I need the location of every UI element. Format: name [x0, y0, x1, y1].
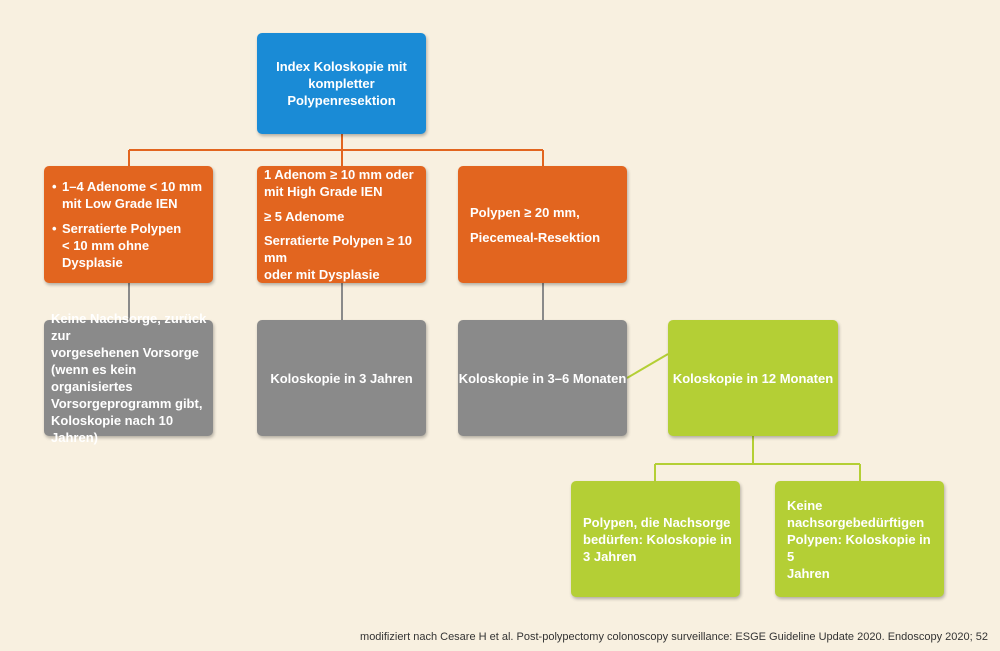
- finding-piecemeal-p2-line-1: Piecemeal-Resektion: [470, 229, 601, 245]
- index-colonoscopy-box: Index Koloskopie mit kompletter Polypenr…: [257, 33, 426, 134]
- index-line-2: kompletter: [308, 76, 375, 91]
- source-citation: modifiziert nach Cesare H et al. Post-po…: [360, 631, 988, 643]
- bullet-icon: •: [52, 179, 57, 194]
- outcome-3-years-line-3: 3 Jahren: [583, 548, 637, 564]
- finding-box-piecemeal: Polypen ≥ 20 mm, Piecemeal-Resektion: [458, 166, 627, 283]
- finding-high-risk-p1-line-2: mit High Grade IEN: [264, 184, 383, 199]
- finding-high-risk-p3-line-1: Serratierte Polypen ≥ 10 mm: [264, 233, 413, 265]
- index-line-1: Index Koloskopie mit: [276, 59, 407, 74]
- finding-piecemeal-p1-line-1: Polypen ≥ 20 mm,: [470, 204, 580, 220]
- index-to-findings-connector: [128, 134, 544, 166]
- finding-low-risk-bullet-1-line-2: mit Low Grade IEN: [62, 196, 178, 211]
- outcome-5-years-line-2: Polypen: Koloskopie in 5: [787, 531, 931, 564]
- outcome-box-3-years: Polypen, die Nachsorge bedürfen: Kolosko…: [571, 481, 740, 597]
- followup-12-months-line-1: Koloskopie in 12 Monaten: [672, 370, 834, 386]
- interval-no-surveillance-line-5: Koloskopie nach 10 Jahren): [51, 413, 174, 445]
- followup-box-12-months: Koloskopie in 12 Monaten: [668, 320, 838, 436]
- index-line-3: Polypenresektion: [287, 93, 396, 108]
- outcome-box-5-years: Keine nachsorgebedürftigen Polypen: Kolo…: [775, 481, 944, 597]
- finding-high-risk-p2-line-1: ≥ 5 Adenome: [264, 208, 345, 224]
- finding-box-high-risk: 1 Adenom ≥ 10 mm oder mit High Grade IEN…: [257, 166, 426, 283]
- outcome-3-years-line-1: Polypen, die Nachsorge: [583, 514, 731, 530]
- finding-high-risk-p1-line-1: 1 Adenom ≥ 10 mm oder: [264, 167, 414, 182]
- interval-box-3-years: Koloskopie in 3 Jahren: [257, 320, 426, 436]
- finding-box-low-risk: • 1–4 Adenome < 10 mm mit Low Grade IEN …: [44, 166, 213, 283]
- outcome-3-years-line-2: bedürfen: Koloskopie in: [583, 531, 732, 547]
- interval-box-3-6-months: Koloskopie in 3–6 Monaten: [458, 320, 627, 436]
- interval-no-surveillance-line-1: Keine Nachsorge, zurück zur: [51, 311, 207, 343]
- finding-low-risk-bullet-1-line-1: 1–4 Adenome < 10 mm: [62, 179, 203, 194]
- finding-low-risk-bullet-2-line-2: < 10 mm ohne Dysplasie: [62, 238, 150, 270]
- interval-no-surveillance-line-2: vorgesehenen Vorsorge: [51, 345, 199, 360]
- finding-high-risk-p3-line-2: oder mit Dysplasie: [264, 267, 380, 282]
- finding-low-risk-bullet-2: • Serratierte Polypen < 10 mm ohne Dyspl…: [52, 220, 205, 271]
- finding-low-risk-bullet-1: • 1–4 Adenome < 10 mm mit Low Grade IEN: [52, 178, 205, 212]
- outcome-5-years-line-1: Keine nachsorgebedürftigen: [787, 497, 925, 530]
- interval-no-surveillance-line-4: Vorsorgeprogramm gibt,: [51, 396, 203, 411]
- bullet-icon: •: [52, 221, 57, 236]
- finding-low-risk-bullet-2-line-1: Serratierte Polypen: [62, 221, 182, 236]
- outcome-5-years-line-3: Jahren: [787, 565, 830, 581]
- interval-3-6-months-line-1: Koloskopie in 3–6 Monaten: [458, 370, 627, 386]
- interval-no-surveillance-line-3: (wenn es kein organisiertes: [51, 362, 137, 394]
- interval-3-years-line-1: Koloskopie in 3 Jahren: [270, 370, 413, 386]
- interval-box-no-surveillance: Keine Nachsorge, zurück zur vorgesehenen…: [44, 311, 213, 445]
